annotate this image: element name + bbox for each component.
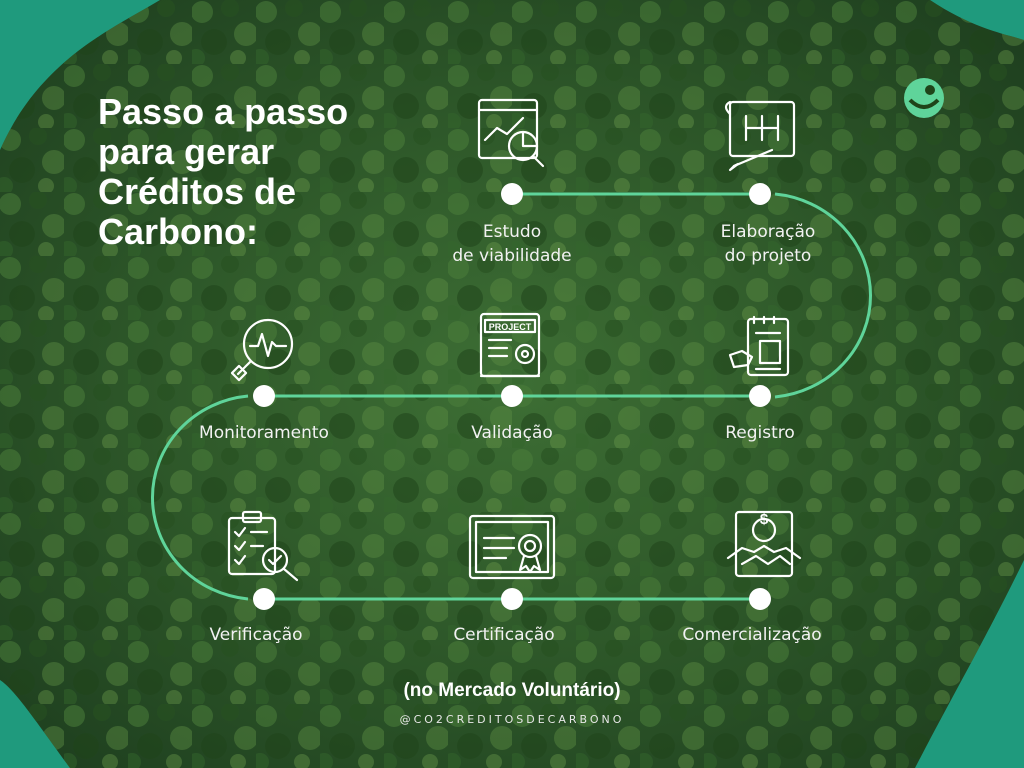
step-node-estudo: [501, 183, 523, 205]
step-node-certificacao: [501, 588, 523, 610]
step-label-line: Validação: [471, 423, 553, 443]
step-label-line: Registro: [725, 423, 795, 443]
step-label-line: de viabilidade: [452, 246, 572, 266]
step-label-line: Verificação: [209, 625, 303, 645]
step-label-line: Monitoramento: [199, 423, 329, 443]
magnifier-pulse-icon: [230, 318, 294, 382]
step-label-line: do projeto: [724, 246, 812, 266]
market-note: (no Mercado Voluntário): [403, 680, 621, 701]
analytics-chart-icon: [477, 98, 545, 168]
connector-curve-left: [151, 394, 249, 601]
step-label-line: Comercialização: [682, 625, 822, 645]
title-line: para gerar: [98, 131, 275, 172]
step-label-validacao: Validação: [402, 421, 622, 445]
checklist-search-icon: [227, 510, 299, 582]
brand-logo-icon: [904, 78, 944, 118]
handshake-dollar-icon: [726, 510, 802, 578]
step-node-comercializacao: [749, 588, 771, 610]
project-badge-text: PROJECT: [489, 322, 532, 332]
step-label-line: Estudo: [482, 222, 542, 242]
certificate-icon: [468, 514, 556, 580]
document-registry-icon: [728, 315, 790, 377]
step-label-registro: Registro: [650, 421, 870, 445]
blueprint-icon: [724, 100, 796, 172]
page-title: Passo a passo para gerar Créditos de Car…: [98, 92, 438, 252]
step-label-monitoramento: Monitoramento: [154, 421, 374, 445]
step-node-elaboracao: [749, 183, 771, 205]
step-node-verificacao: [253, 588, 275, 610]
step-label-elaboracao: Elaboração do projeto: [658, 220, 878, 268]
connector-curve-right: [774, 192, 872, 399]
title-line: Passo a passo: [98, 91, 349, 132]
title-line: Carbono:: [98, 211, 258, 252]
step-label-line: Certificação: [453, 625, 555, 645]
step-label-comercializacao: Comercialização: [642, 623, 862, 647]
project-document-icon: [479, 312, 541, 378]
step-nodes: [253, 183, 771, 610]
social-handle: @CO2CREDITOSDECARBONO: [399, 713, 625, 726]
step-label-certificacao: Certificação: [394, 623, 614, 647]
step-node-validacao: [501, 385, 523, 407]
step-label-estudo: Estudo de viabilidade: [402, 220, 622, 268]
title-line: Créditos de: [98, 171, 297, 212]
step-node-registro: [749, 385, 771, 407]
step-label-verificacao: Verificação: [146, 623, 366, 647]
step-label-line: Elaboração: [720, 222, 816, 242]
dollar-sign-text: $: [760, 511, 769, 528]
step-node-monitoramento: [253, 385, 275, 407]
